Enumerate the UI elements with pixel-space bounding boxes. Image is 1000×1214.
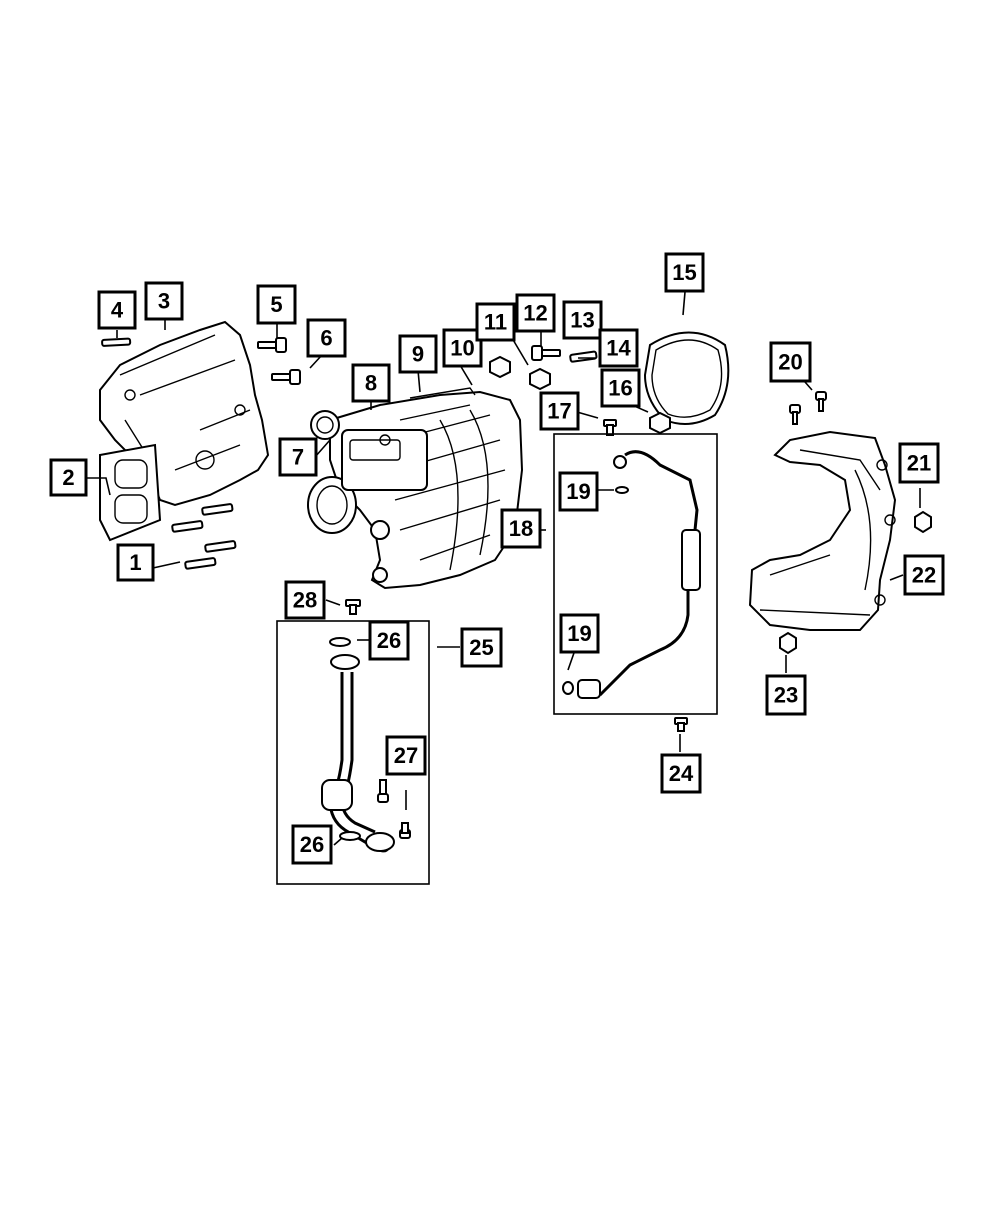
svg-text:19: 19 bbox=[567, 621, 591, 646]
svg-text:26: 26 bbox=[377, 628, 401, 653]
svg-text:7: 7 bbox=[292, 445, 304, 470]
callout-25: 25 bbox=[460, 627, 503, 668]
svg-text:21: 21 bbox=[907, 451, 931, 476]
svg-text:17: 17 bbox=[547, 399, 571, 424]
nut-23 bbox=[779, 631, 797, 655]
bolt-28 bbox=[345, 599, 361, 615]
callout-27: 27 bbox=[385, 735, 427, 776]
stud-top-left bbox=[101, 337, 132, 347]
svg-text:15: 15 bbox=[672, 260, 696, 285]
nut-11 bbox=[529, 367, 551, 391]
bolt-12 bbox=[531, 345, 561, 361]
callout-7: 7 bbox=[278, 437, 318, 477]
svg-text:11: 11 bbox=[484, 310, 507, 335]
svg-text:14: 14 bbox=[606, 336, 631, 361]
svg-text:20: 20 bbox=[778, 350, 802, 375]
callout-10: 10 bbox=[442, 328, 483, 368]
callout-23: 23 bbox=[765, 674, 807, 716]
svg-text:3: 3 bbox=[158, 289, 170, 314]
svg-text:24: 24 bbox=[669, 761, 694, 786]
callout-26-lower: 26 bbox=[291, 824, 333, 865]
leader-lines bbox=[86, 291, 921, 846]
callout-13: 13 bbox=[562, 300, 603, 340]
callout-16: 16 bbox=[600, 368, 641, 408]
svg-text:10: 10 bbox=[450, 336, 474, 361]
svg-text:13: 13 bbox=[570, 308, 594, 333]
oil-feed-line bbox=[562, 450, 701, 699]
callout-9: 9 bbox=[398, 334, 438, 374]
svg-text:23: 23 bbox=[774, 683, 798, 708]
callout-17: 17 bbox=[539, 391, 580, 431]
callout-2: 2 bbox=[49, 458, 88, 497]
studs-group bbox=[171, 503, 237, 570]
callout-26-upper: 26 bbox=[368, 620, 410, 661]
callout-8: 8 bbox=[351, 363, 391, 403]
turbocharger-assembly bbox=[307, 387, 524, 590]
seal-ring-15 bbox=[643, 331, 730, 425]
svg-text:6: 6 bbox=[320, 326, 332, 351]
svg-text:18: 18 bbox=[509, 516, 533, 541]
svg-text:25: 25 bbox=[469, 635, 493, 660]
oil-line-group-box bbox=[553, 433, 718, 715]
callout-11: 11 bbox=[475, 302, 516, 342]
stud-14 bbox=[569, 350, 598, 363]
bolt-24 bbox=[674, 717, 688, 732]
svg-text:8: 8 bbox=[365, 371, 377, 396]
nut-21 bbox=[914, 510, 932, 534]
svg-text:1: 1 bbox=[129, 550, 141, 575]
callout-18: 18 bbox=[500, 508, 542, 549]
callout-22: 22 bbox=[903, 554, 945, 596]
nut-16 bbox=[649, 411, 671, 435]
svg-text:27: 27 bbox=[394, 743, 418, 768]
bolts-20 bbox=[789, 391, 827, 425]
svg-text:9: 9 bbox=[412, 342, 424, 367]
callout-20: 20 bbox=[769, 341, 812, 383]
callout-24: 24 bbox=[660, 753, 702, 794]
callout-4: 4 bbox=[97, 290, 137, 330]
oil-return-tube bbox=[321, 637, 395, 853]
callout-3: 3 bbox=[144, 281, 184, 321]
svg-text:5: 5 bbox=[270, 292, 282, 317]
svg-text:16: 16 bbox=[608, 376, 632, 401]
bolts-27 bbox=[377, 779, 411, 839]
callout-12: 12 bbox=[515, 293, 556, 333]
svg-text:26: 26 bbox=[300, 832, 324, 857]
callout-19-upper: 19 bbox=[558, 471, 599, 512]
svg-text:12: 12 bbox=[523, 301, 547, 326]
svg-text:4: 4 bbox=[111, 298, 124, 323]
bolt-5 bbox=[257, 337, 287, 353]
manifold-gasket bbox=[99, 443, 162, 542]
callout-19-lower: 19 bbox=[559, 613, 600, 654]
callout-28: 28 bbox=[284, 580, 326, 620]
turbo-heat-shield bbox=[748, 430, 897, 631]
callout-14: 14 bbox=[598, 328, 639, 368]
svg-text:19: 19 bbox=[566, 479, 590, 504]
callout-15: 15 bbox=[664, 252, 705, 293]
oil-return-group-box bbox=[276, 620, 430, 885]
bolt-17 bbox=[603, 419, 617, 436]
callout-1: 1 bbox=[116, 543, 155, 582]
bolt-6 bbox=[271, 369, 301, 385]
callout-5: 5 bbox=[256, 284, 297, 325]
svg-text:28: 28 bbox=[293, 588, 317, 613]
callout-6: 6 bbox=[306, 318, 347, 358]
callout-21: 21 bbox=[898, 442, 940, 484]
svg-text:22: 22 bbox=[912, 563, 936, 588]
svg-text:2: 2 bbox=[62, 465, 74, 490]
nut-10 bbox=[489, 355, 511, 379]
